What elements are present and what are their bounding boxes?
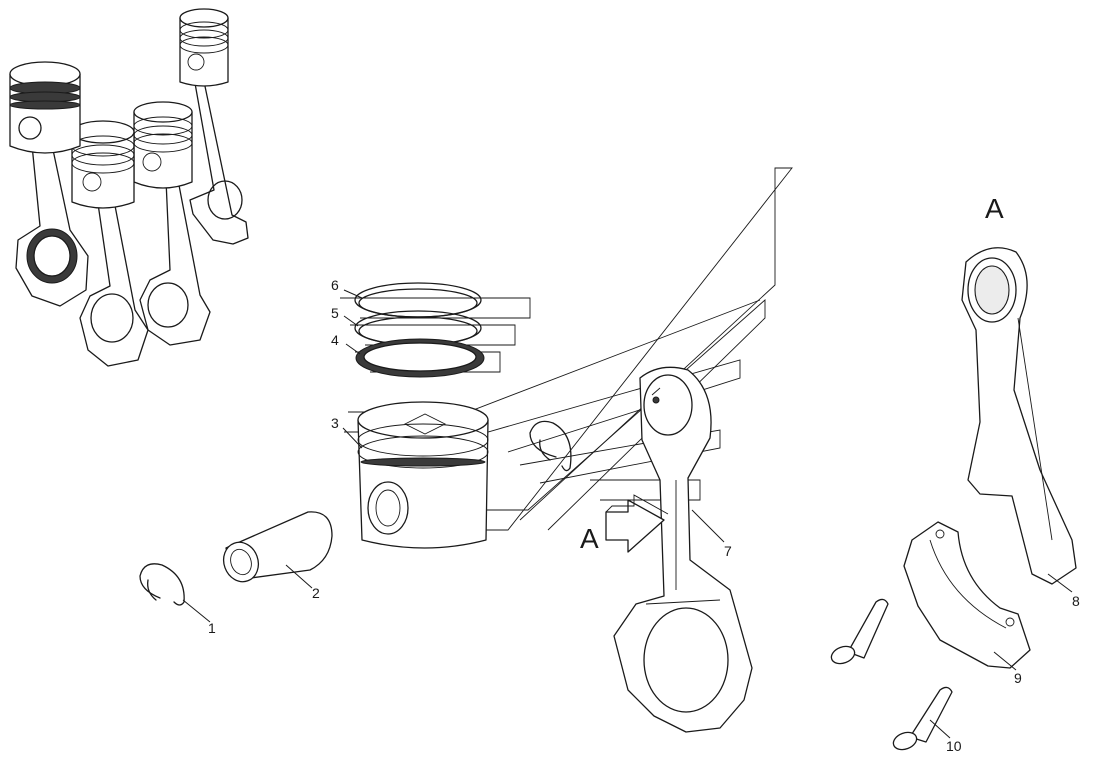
connecting-rod-view-a <box>961 247 1077 585</box>
piston-ring-top <box>354 282 482 318</box>
piston-pin-snap-ring <box>139 563 185 606</box>
assembled-piston-1 <box>9 61 89 307</box>
callout-5: 5 <box>331 305 339 321</box>
callout-8: 8 <box>1072 593 1080 609</box>
callout-10: 10 <box>946 738 962 754</box>
callout-numbers: 1 2 3 4 5 6 7 8 9 10 <box>208 277 1080 754</box>
snap-ring-right <box>529 420 572 472</box>
leader-lines <box>182 289 1073 739</box>
callout-1: 1 <box>208 620 216 636</box>
piston <box>357 401 489 549</box>
callout-9: 9 <box>1014 670 1022 686</box>
callout-7: 7 <box>724 543 732 559</box>
view-arrow-label: A <box>580 523 599 554</box>
connecting-rod-cap <box>903 521 1031 669</box>
callout-4: 4 <box>331 332 339 348</box>
rod-bolt-upper <box>830 598 889 665</box>
callout-3: 3 <box>331 415 339 431</box>
callout-6: 6 <box>331 277 339 293</box>
assembled-piston-2 <box>71 120 149 367</box>
connecting-rod <box>613 366 753 733</box>
piston-pin <box>222 511 333 583</box>
rod-bolt-lower <box>892 686 953 751</box>
piston-ring-oil <box>355 338 485 378</box>
assembled-piston-3 <box>133 101 211 346</box>
callout-2: 2 <box>312 585 320 601</box>
view-label: A <box>985 193 1004 224</box>
assembled-piston-group <box>9 8 249 367</box>
assembled-piston-4 <box>179 8 249 245</box>
view-arrow <box>605 494 669 553</box>
